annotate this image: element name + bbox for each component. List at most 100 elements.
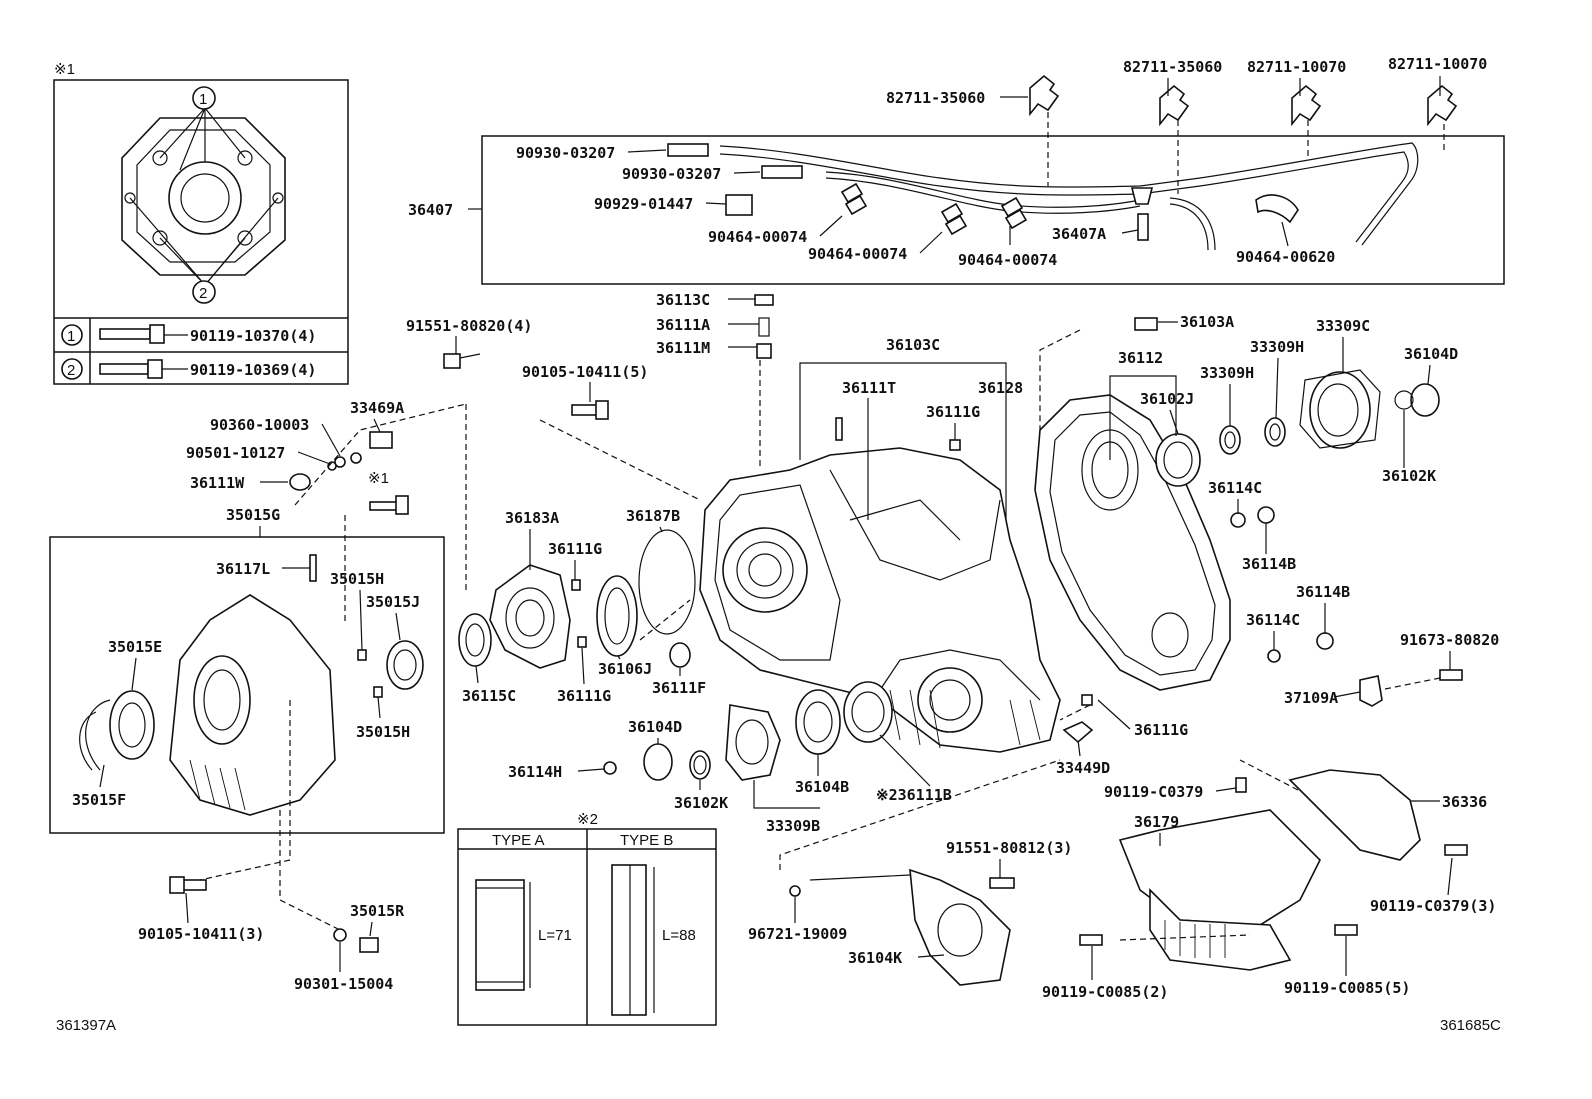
label-35015H-b: 35015H — [356, 723, 410, 741]
label-90464-00074-b: 90464-00074 — [808, 245, 907, 263]
label-90930-03207-a: 90930-03207 — [516, 144, 615, 162]
label-36114C-b: 36114C — [1246, 611, 1300, 629]
label-36102J: 36102J — [1140, 390, 1194, 408]
label-36179: 36179 — [1134, 813, 1179, 831]
label-36114C-a: 36114C — [1208, 479, 1262, 497]
label-90464-00620: 90464-00620 — [1236, 248, 1335, 266]
inset-marker: ※1 — [54, 61, 75, 78]
type-b-length: L=88 — [662, 927, 696, 944]
seals-center-left — [458, 529, 696, 668]
label-36407A: 36407A — [1052, 225, 1106, 243]
label-33309C: 33309C — [1316, 317, 1370, 335]
label-36104D-right: 36104D — [1404, 345, 1458, 363]
label-36104B: 36104B — [795, 778, 849, 796]
extension-36183A — [489, 564, 571, 669]
breather-hose-box — [481, 135, 1505, 285]
svg-text:2: 2 — [199, 285, 207, 302]
part-labels: 82711-35060 82711-35060 82711-10070 8271… — [72, 55, 1499, 1001]
figure-code-left: 361397A — [56, 1017, 116, 1034]
label-36111A: 36111A — [656, 316, 710, 334]
label-91673-80820: 91673-80820 — [1400, 631, 1499, 649]
transfer-case-housing — [699, 447, 1061, 753]
bolt-90119-10369-label: 90119-10369(4) — [190, 361, 316, 379]
label-36111G-top: 36111G — [926, 403, 980, 421]
hose-clips — [840, 182, 1299, 236]
label-90301-15004: 90301-15004 — [294, 975, 393, 993]
label-96721-19009: 96721-19009 — [748, 925, 847, 943]
type-box-marker: ※2 — [577, 811, 598, 828]
figure-code-right: 361685C — [1440, 1017, 1501, 1034]
label-90119-C0379-3: 90119-C0379(3) — [1370, 897, 1496, 915]
label-90464-00074-a: 90464-00074 — [708, 228, 807, 246]
label-36111W: 36111W — [190, 474, 245, 492]
label-36183A: 36183A — [505, 509, 559, 527]
label-90501-10127: 90501-10127 — [186, 444, 285, 462]
label-33469A: 33469A — [350, 399, 404, 417]
inset-row-2: 2 90119-10369(4) — [61, 358, 316, 380]
label-36114B-a: 36114B — [1242, 555, 1296, 573]
label-36336: 36336 — [1442, 793, 1487, 811]
label-35015G: 35015G — [226, 506, 280, 524]
adapter-box — [49, 536, 445, 834]
label-36128: 36128 — [978, 379, 1023, 397]
type-a-length: L=71 — [538, 927, 572, 944]
label-36407: 36407 — [408, 201, 453, 219]
dashed-leaders — [199, 329, 1441, 941]
label-36102K-right: 36102K — [1382, 467, 1436, 485]
inset-adapter-drawing — [121, 107, 286, 286]
label-marker-1: ※1 — [368, 470, 389, 487]
label-35015J: 35015J — [366, 593, 420, 611]
label-36103A: 36103A — [1180, 313, 1234, 331]
label-36103C: 36103C — [886, 336, 940, 354]
type-box: TYPE A TYPE B L=71 L=88 — [457, 828, 717, 1026]
type-b-header: TYPE B — [620, 832, 673, 849]
label-35015E: 35015E — [108, 638, 162, 656]
label-82711-10070-b: 82711-10070 — [1388, 55, 1487, 73]
label-36113C: 36113C — [656, 291, 710, 309]
label-36114B-b: 36114B — [1296, 583, 1350, 601]
rear-case-cover — [1034, 394, 1231, 691]
plug-35015R — [333, 928, 379, 953]
hose-fittings — [667, 143, 1154, 241]
plugs-top-center — [754, 294, 1158, 451]
label-33309H-b: 33309H — [1200, 364, 1254, 382]
inset-callout-2: 2 — [192, 280, 216, 304]
label-91551-80812: 91551-80812(3) — [946, 839, 1072, 857]
label-90930-03207-b: 90930-03207 — [622, 165, 721, 183]
label-82711-10070-a: 82711-10070 — [1247, 58, 1346, 76]
label-36111G-right: 36111G — [1134, 721, 1188, 739]
svg-text:2: 2 — [67, 362, 75, 379]
oil-pressure-parts — [289, 431, 393, 491]
inset-callout-1: 1 — [192, 86, 216, 110]
label-33449D: 33449D — [1056, 759, 1110, 777]
bolt-90119-10370-label: 90119-10370(4) — [190, 327, 316, 345]
label-90119-C0379-a: 90119-C0379 — [1104, 783, 1203, 801]
svg-text:1: 1 — [67, 328, 75, 345]
label-91551-80820: 91551-80820(4) — [406, 317, 532, 335]
label-36114H: 36114H — [508, 763, 562, 781]
adapter-housing-35015G — [79, 554, 424, 816]
bracket-36336 — [1288, 769, 1421, 861]
label-36115C: 36115C — [462, 687, 516, 705]
inset-box — [53, 79, 349, 385]
label-90929-01447: 90929-01447 — [594, 195, 693, 213]
label-36104D-left: 36104D — [628, 718, 682, 736]
label-35015R: 35015R — [350, 902, 405, 920]
label-36111G-low: 36111G — [557, 687, 611, 705]
label-90360-10003: 90360-10003 — [210, 416, 309, 434]
top-hose-clamps — [1029, 74, 1458, 194]
label-90119-C0085-5: 90119-C0085(5) — [1284, 979, 1410, 997]
skid-plate-36179 — [1118, 809, 1321, 971]
bolts-misc — [169, 353, 1468, 946]
label-36106J: 36106J — [598, 660, 652, 678]
label-36111T: 36111T — [842, 379, 896, 397]
label-90119-C0085-2: 90119-C0085(2) — [1042, 983, 1168, 1001]
companion-flange-33309C — [1299, 369, 1381, 449]
bracket-37109A — [1359, 675, 1383, 707]
oil-seals-right — [1155, 383, 1440, 663]
label-36117L: 36117L — [216, 560, 270, 578]
label-36111M: 36111M — [656, 339, 710, 357]
label-33309B: 33309B — [766, 817, 820, 835]
